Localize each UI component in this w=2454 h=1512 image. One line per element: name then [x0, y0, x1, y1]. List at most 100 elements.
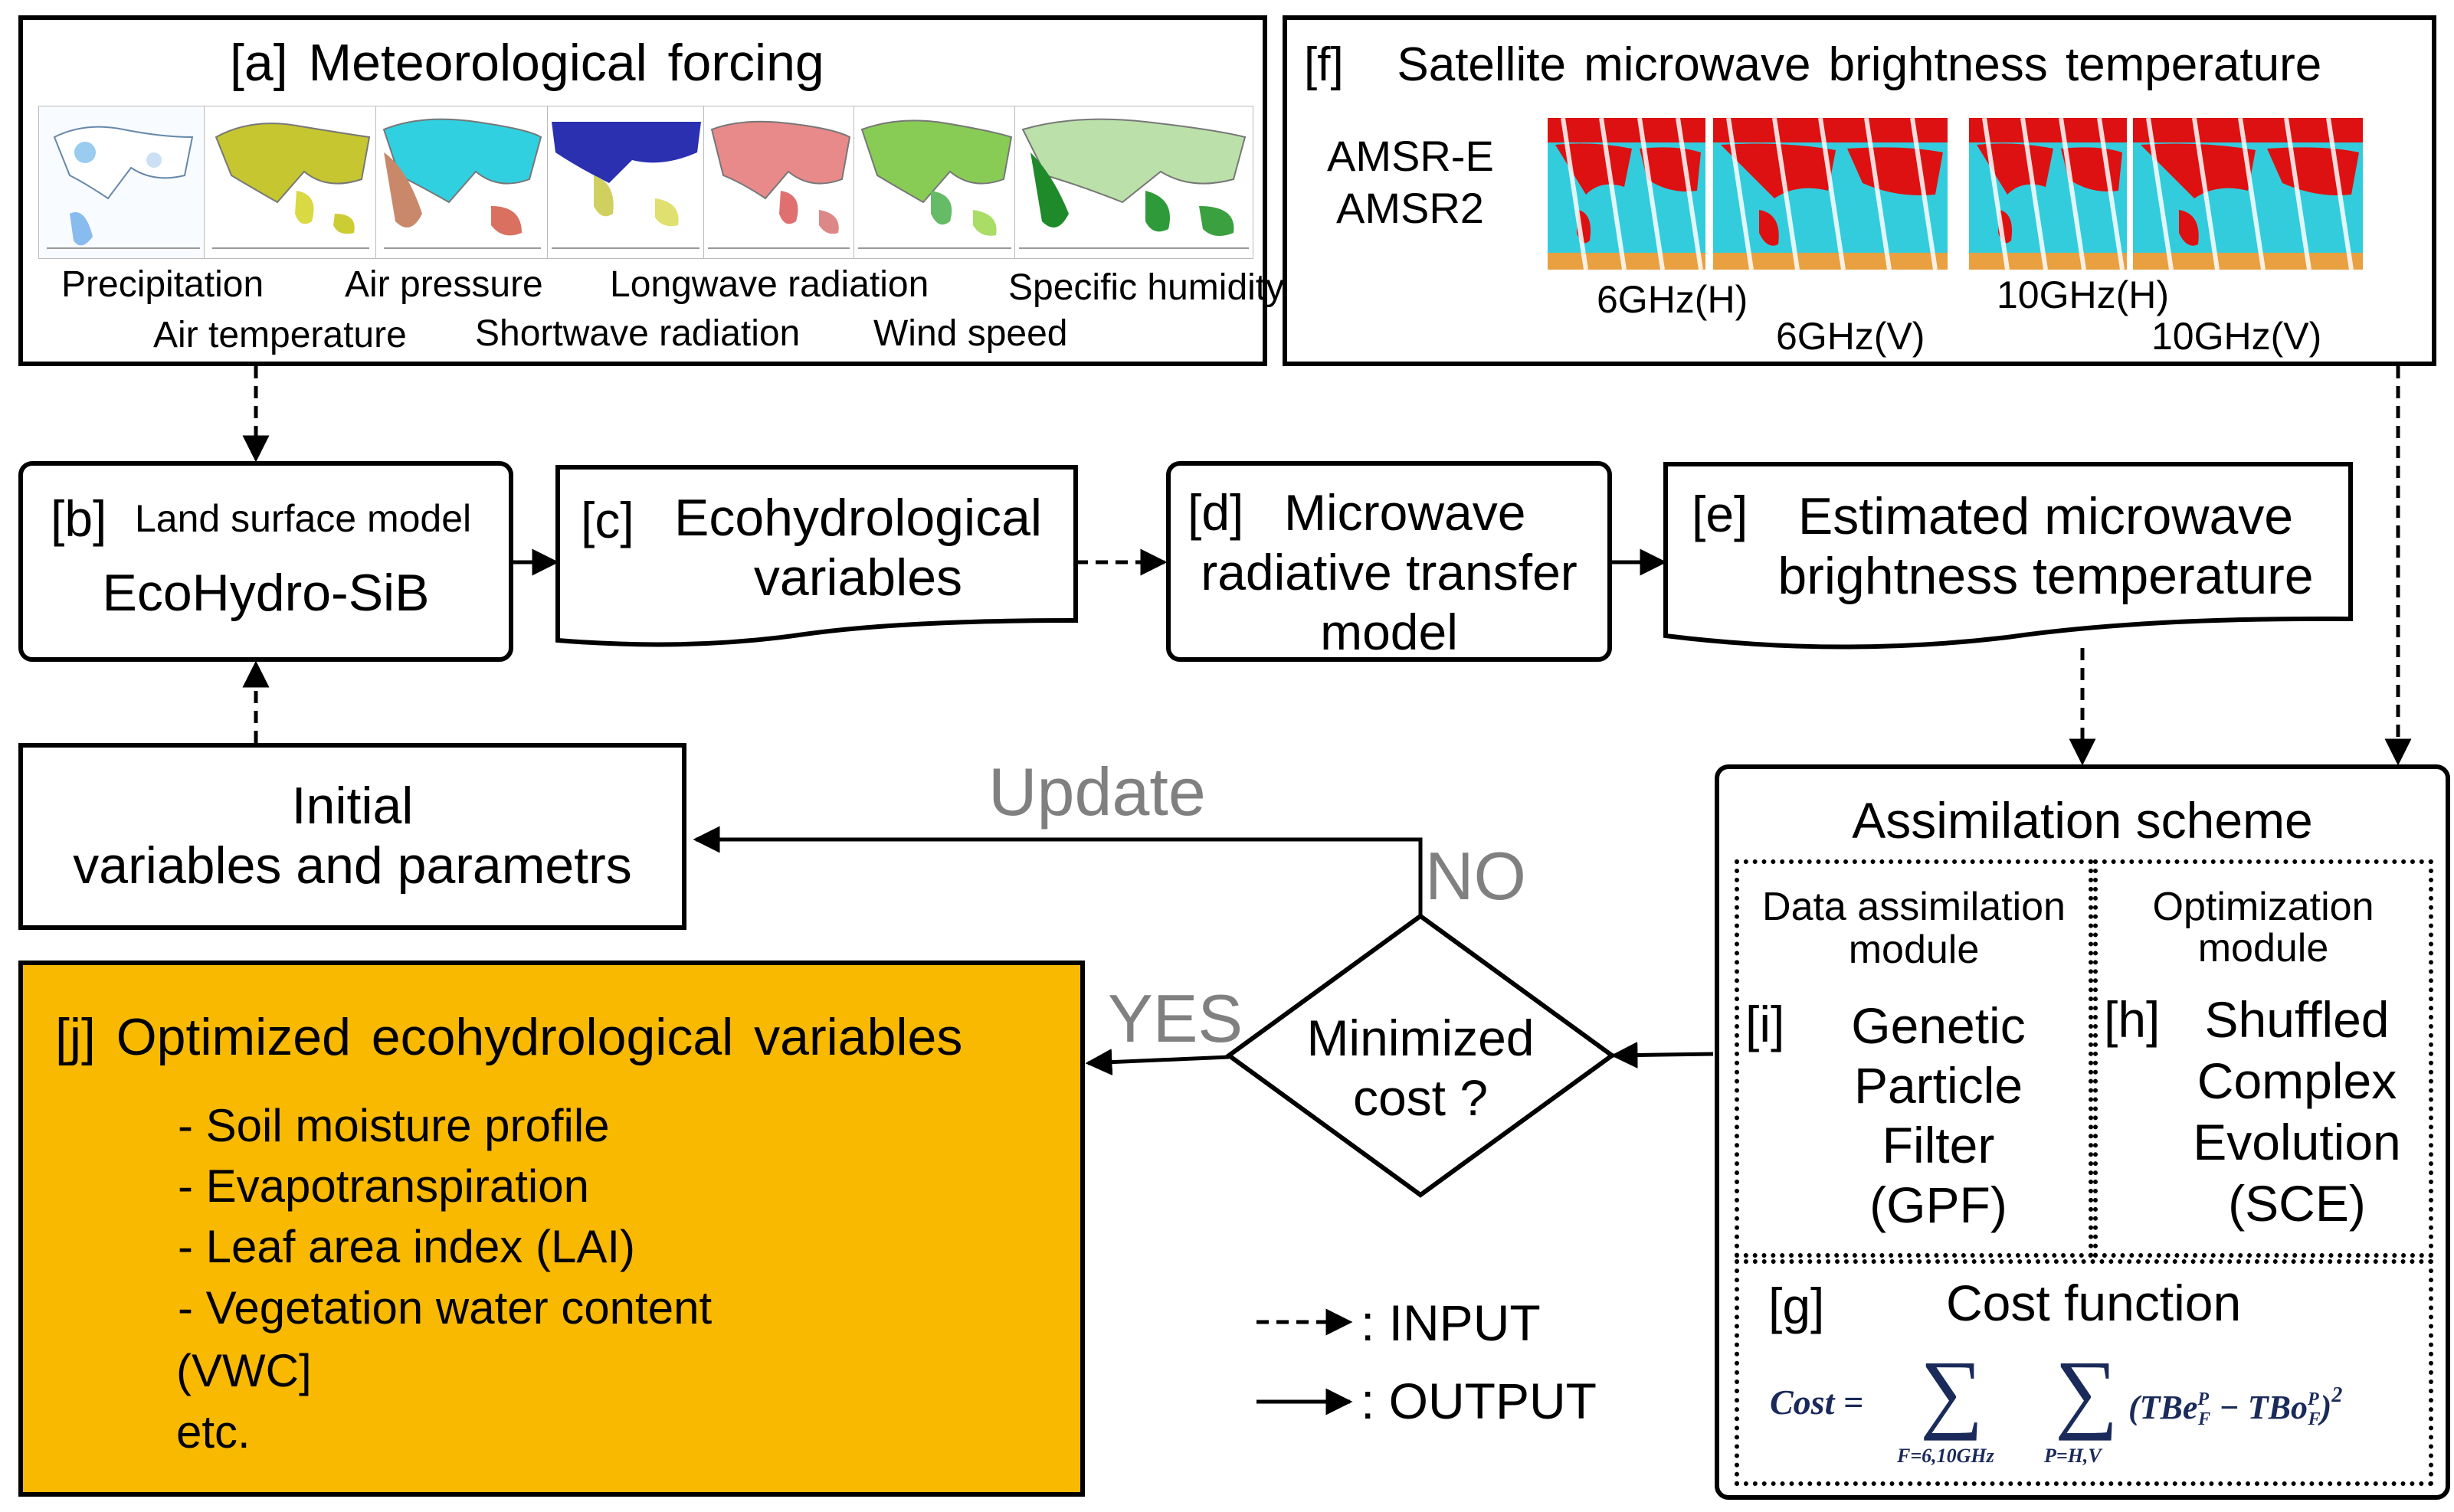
output-variable-list: - Soil moisture profile - Evapotranspira…	[178, 1095, 712, 1338]
box-estimated-brightness	[1663, 462, 2353, 650]
box-c-line1: Ecohydrological	[673, 489, 1043, 547]
box-radiative-transfer: [d] Microwave radiative transfer model	[1166, 461, 1612, 662]
shortwave-radiation-map	[547, 106, 705, 259]
longwave-radiation-map	[703, 106, 855, 259]
sum-symbol-frequency: ∑	[1920, 1343, 1984, 1442]
box-d-line2: radiative transfer	[1201, 544, 1578, 601]
list-item: - Soil moisture profile	[178, 1100, 610, 1151]
band-10ghz-v: 10GHz(V)	[2151, 315, 2322, 358]
decision-line1: Minimized	[1306, 1010, 1535, 1066]
sensor-amsr2: AMSR2	[1336, 184, 1484, 232]
box-optimized-variables: [j] Optimized ecohydrological variables …	[18, 961, 1085, 1497]
air-pressure-map	[375, 106, 549, 259]
term-sup-p: P	[2197, 1389, 2210, 1409]
box-satellite-brightness: [f] Satellite microwave brightness tempe…	[1283, 15, 2436, 366]
da-tag: [i]	[1745, 996, 1785, 1052]
cost-equation: Cost = ∑ F=6,10GHz ∑ P=H,V (TBePF − TBoP…	[1770, 1348, 2429, 1486]
decision-diamond	[1224, 913, 1617, 1198]
term-sub-f: F	[2198, 1409, 2211, 1429]
air-temperature-map	[204, 106, 377, 259]
box-land-surface-model: [b] Land surface model EcoHydro-SiB	[18, 461, 513, 662]
da-method-4: (GPF)	[1869, 1177, 2007, 1233]
band-6ghz-v: 6GHz(V)	[1776, 315, 1925, 358]
label-longwave-radiation: Longwave radiation	[610, 264, 929, 305]
box-j-title: [j] Optimized ecohydrological variables	[55, 1008, 963, 1066]
opt-line2: module	[2197, 926, 2329, 970]
satellite-map-6h	[1548, 118, 1705, 270]
update-label: Update	[988, 754, 1206, 830]
arrow-update	[693, 826, 1423, 916]
da-method-3: Filter	[1882, 1117, 1995, 1173]
box-d-line1: Microwave	[1284, 484, 1526, 541]
cost-title: Cost function	[1946, 1275, 2242, 1331]
box-meteorological-forcing: [a] Meteorological forcing Precipitation…	[18, 15, 1284, 366]
legend-output-label: : OUTPUT	[1361, 1373, 1597, 1429]
module-cost-function: [g] Cost function Cost = ∑ F=6,10GHz ∑ P…	[1735, 1259, 2433, 1486]
list-item-vwc: (VWC]	[176, 1345, 312, 1396]
box-b-title: Land surface model	[135, 497, 472, 540]
box-b-model-name: EcoHydro-SiB	[102, 564, 430, 622]
box-d-line3: model	[1320, 604, 1458, 660]
scheme-title: Assimilation scheme	[1852, 792, 2313, 849]
list-item: - Evapotranspiration	[178, 1160, 589, 1213]
arrow-scheme-to-decision	[1610, 1042, 1714, 1069]
box-a-title: [a] Meteorological forcing	[230, 34, 824, 92]
box-d-tag: [d]	[1188, 484, 1244, 541]
term-sub-f-2: F	[2308, 1409, 2321, 1429]
term-close: )	[2320, 1389, 2332, 1426]
term-sup-p-2: P	[2307, 1389, 2319, 1409]
sum-symbol-polarization: ∑	[2055, 1343, 2118, 1442]
box-ecohydrological-variables	[555, 465, 1078, 647]
box-e-line2: brightness temperature	[1777, 547, 2314, 605]
cost-tag: [g]	[1768, 1278, 1825, 1334]
da-method-2: Particle	[1853, 1057, 2023, 1114]
list-item-etc: etc.	[176, 1406, 251, 1458]
term-minus: − TBo	[2210, 1389, 2308, 1426]
yes-label: YES	[1108, 980, 1243, 1056]
initial-line1: Initial	[291, 777, 414, 835]
cost-lhs: Cost =	[1770, 1383, 1864, 1422]
box-assimilation-scheme: Assimilation scheme Data assimilation mo…	[1715, 764, 2450, 1500]
label-air-pressure: Air pressure	[345, 264, 543, 305]
da-line2: module	[1848, 928, 1980, 972]
term-open: (TBe	[2128, 1389, 2198, 1426]
label-shortwave-radiation: Shortwave radiation	[475, 313, 801, 354]
opt-method-1: Shuffled	[2204, 991, 2390, 1048]
cost-term: (TBePF − TBoPF)2	[2128, 1385, 2342, 1429]
term-square: 2	[2331, 1383, 2343, 1407]
label-precipitation: Precipitation	[61, 264, 264, 305]
list-item: - Leaf area index (LAI)	[178, 1221, 635, 1273]
arrow-yes	[1085, 1049, 1230, 1076]
label-air-temperature: Air temperature	[153, 315, 407, 355]
satellite-map-10h	[1969, 118, 2127, 270]
box-f-title: [f] Satellite microwave brightness tempe…	[1304, 38, 2322, 91]
opt-method-4: (SCE)	[2228, 1175, 2366, 1232]
sum-subscript-polarization: P=H,V	[2044, 1445, 2102, 1467]
specific-humidity-map	[1014, 106, 1253, 259]
label-wind-speed: Wind speed	[873, 313, 1068, 354]
module-data-assimilation: Data assimilation module [i] Genetic Par…	[1735, 859, 2093, 1258]
box-b-tag: [b]	[51, 490, 107, 547]
da-method-1: Genetic	[1851, 997, 2026, 1054]
decision-line2: cost ?	[1352, 1069, 1489, 1126]
opt-tag: [h]	[2104, 991, 2161, 1048]
label-specific-humidity: Specific humidity	[1008, 267, 1285, 308]
band-6ghz-h: 6GHz(H)	[1597, 278, 1748, 321]
sensor-amsr-e: AMSR-E	[1327, 132, 1494, 180]
precipitation-map	[38, 106, 205, 259]
band-10ghz-h: 10GHz(H)	[1997, 273, 2170, 316]
wind-speed-map	[853, 106, 1016, 259]
box-e-line1: Estimated microwave	[1797, 487, 2294, 545]
opt-method-3: Evolution	[2193, 1114, 2401, 1170]
list-item: - Vegetation water content	[178, 1281, 713, 1334]
legend-input-label: : INPUT	[1361, 1294, 1541, 1351]
opt-method-2: Complex	[2197, 1052, 2397, 1109]
box-c-tag: [c]	[581, 492, 634, 548]
satellite-map-10v	[2133, 118, 2363, 270]
da-line1: Data assimilation	[1762, 885, 2066, 929]
box-initial-variables: Initial variables and parametrs	[18, 743, 686, 930]
box-e-tag: [e]	[1692, 486, 1748, 542]
no-label: NO	[1425, 838, 1526, 914]
